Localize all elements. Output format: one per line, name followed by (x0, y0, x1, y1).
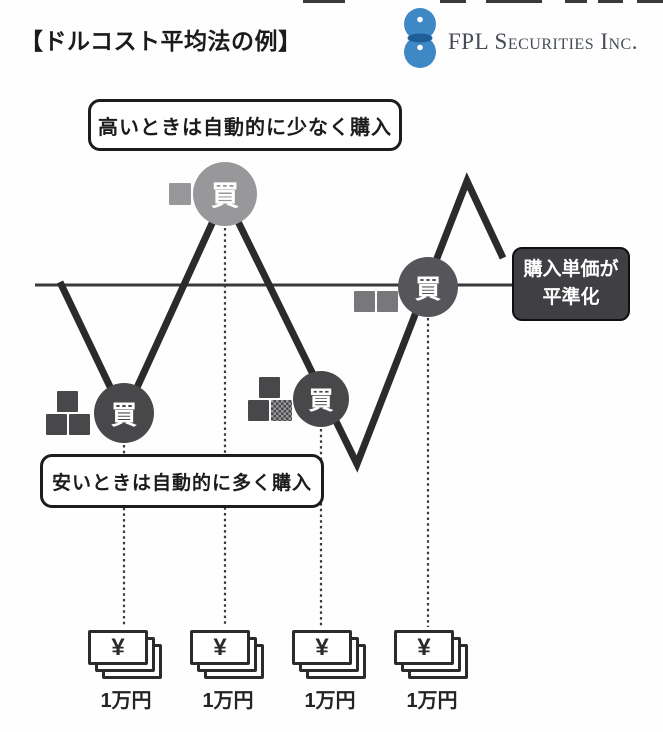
unit-square (46, 414, 67, 435)
buy-marker-dip2: 買 (293, 371, 349, 427)
money-stack-icon: ¥ (292, 630, 368, 680)
top-edge-artifact (303, 0, 345, 3)
unit-square (69, 414, 90, 435)
buy-marker-average: 買 (398, 257, 458, 317)
investment-3: ¥ 1万円 (290, 630, 370, 713)
result-line1: 購入単価が (523, 259, 619, 281)
money-stack-icon: ¥ (190, 630, 266, 680)
yen-symbol: ¥ (213, 633, 227, 661)
investment-amount: 1万円 (100, 690, 152, 712)
yen-symbol: ¥ (417, 633, 431, 661)
unit-square (169, 183, 191, 205)
buy-marker-peak: 買 (193, 162, 257, 226)
low-price-callout: 安いときは自動的に多く購入 (40, 454, 324, 508)
top-edge-artifact (440, 0, 466, 3)
unit-square (259, 377, 280, 398)
investment-4: ¥ 1万円 (392, 630, 472, 713)
buy-marker-dip1: 買 (94, 383, 154, 443)
top-edge-artifact (565, 0, 587, 3)
result-box: 購入単価が 平準化 (512, 247, 630, 321)
investment-2: ¥ 1万円 (188, 630, 268, 713)
brand-name: FPL Securities Inc. (448, 29, 638, 54)
money-stack-icon: ¥ (394, 630, 470, 680)
unit-square (248, 400, 269, 421)
unit-square (57, 391, 78, 412)
top-edge-artifact (637, 0, 663, 3)
yen-symbol: ¥ (315, 633, 329, 661)
money-stack-icon: ¥ (88, 630, 164, 680)
top-edge-artifact (598, 0, 623, 3)
yen-symbol: ¥ (111, 633, 125, 661)
fpl-logo-icon (404, 8, 436, 68)
investment-1: ¥ 1万円 (86, 630, 166, 713)
unit-square (271, 400, 292, 421)
unit-square (377, 291, 398, 312)
page-title: 【ドルコスト平均法の例】 (20, 28, 302, 54)
result-line2: 平準化 (542, 287, 600, 308)
investment-amount: 1万円 (304, 690, 356, 712)
investment-amount: 1万円 (406, 690, 458, 712)
investment-amount: 1万円 (202, 690, 254, 712)
top-edge-artifact (486, 0, 542, 3)
dotted-drop-lines (122, 228, 430, 627)
unit-square (354, 291, 375, 312)
high-price-callout: 高いときは自動的に少なく購入 (88, 99, 402, 151)
